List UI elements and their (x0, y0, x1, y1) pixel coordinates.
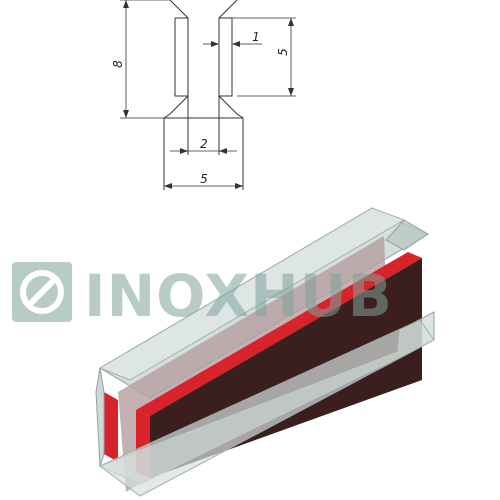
dimension-slot-width: 1 (252, 30, 260, 44)
seal-left-front (104, 392, 118, 462)
dimension-slot-depth: 5 (276, 48, 290, 56)
dimension-arrows (123, 0, 294, 189)
watermark-brand: INOXHUB (84, 262, 393, 330)
dimension-throat-width: 2 (200, 137, 208, 151)
profile-right-lip (385, 219, 429, 251)
dimension-lines (120, 0, 296, 187)
profile-left-outline (163, 0, 189, 190)
inoxhub-logo-icon (12, 262, 72, 322)
profile-right-inner (219, 18, 233, 97)
profile-right-outline (218, 0, 244, 190)
profile-left-inner (174, 18, 188, 97)
seal-front-top-edge (136, 252, 422, 416)
dimension-base-width: 5 (200, 172, 208, 186)
profile-bottom-lip (99, 319, 435, 497)
cross-section (163, 0, 244, 190)
watermark: INOXHUB (12, 262, 393, 330)
dimension-total-height: 8 (111, 60, 125, 68)
profile-3d-render (95, 207, 435, 497)
profile-left-side (95, 367, 105, 467)
